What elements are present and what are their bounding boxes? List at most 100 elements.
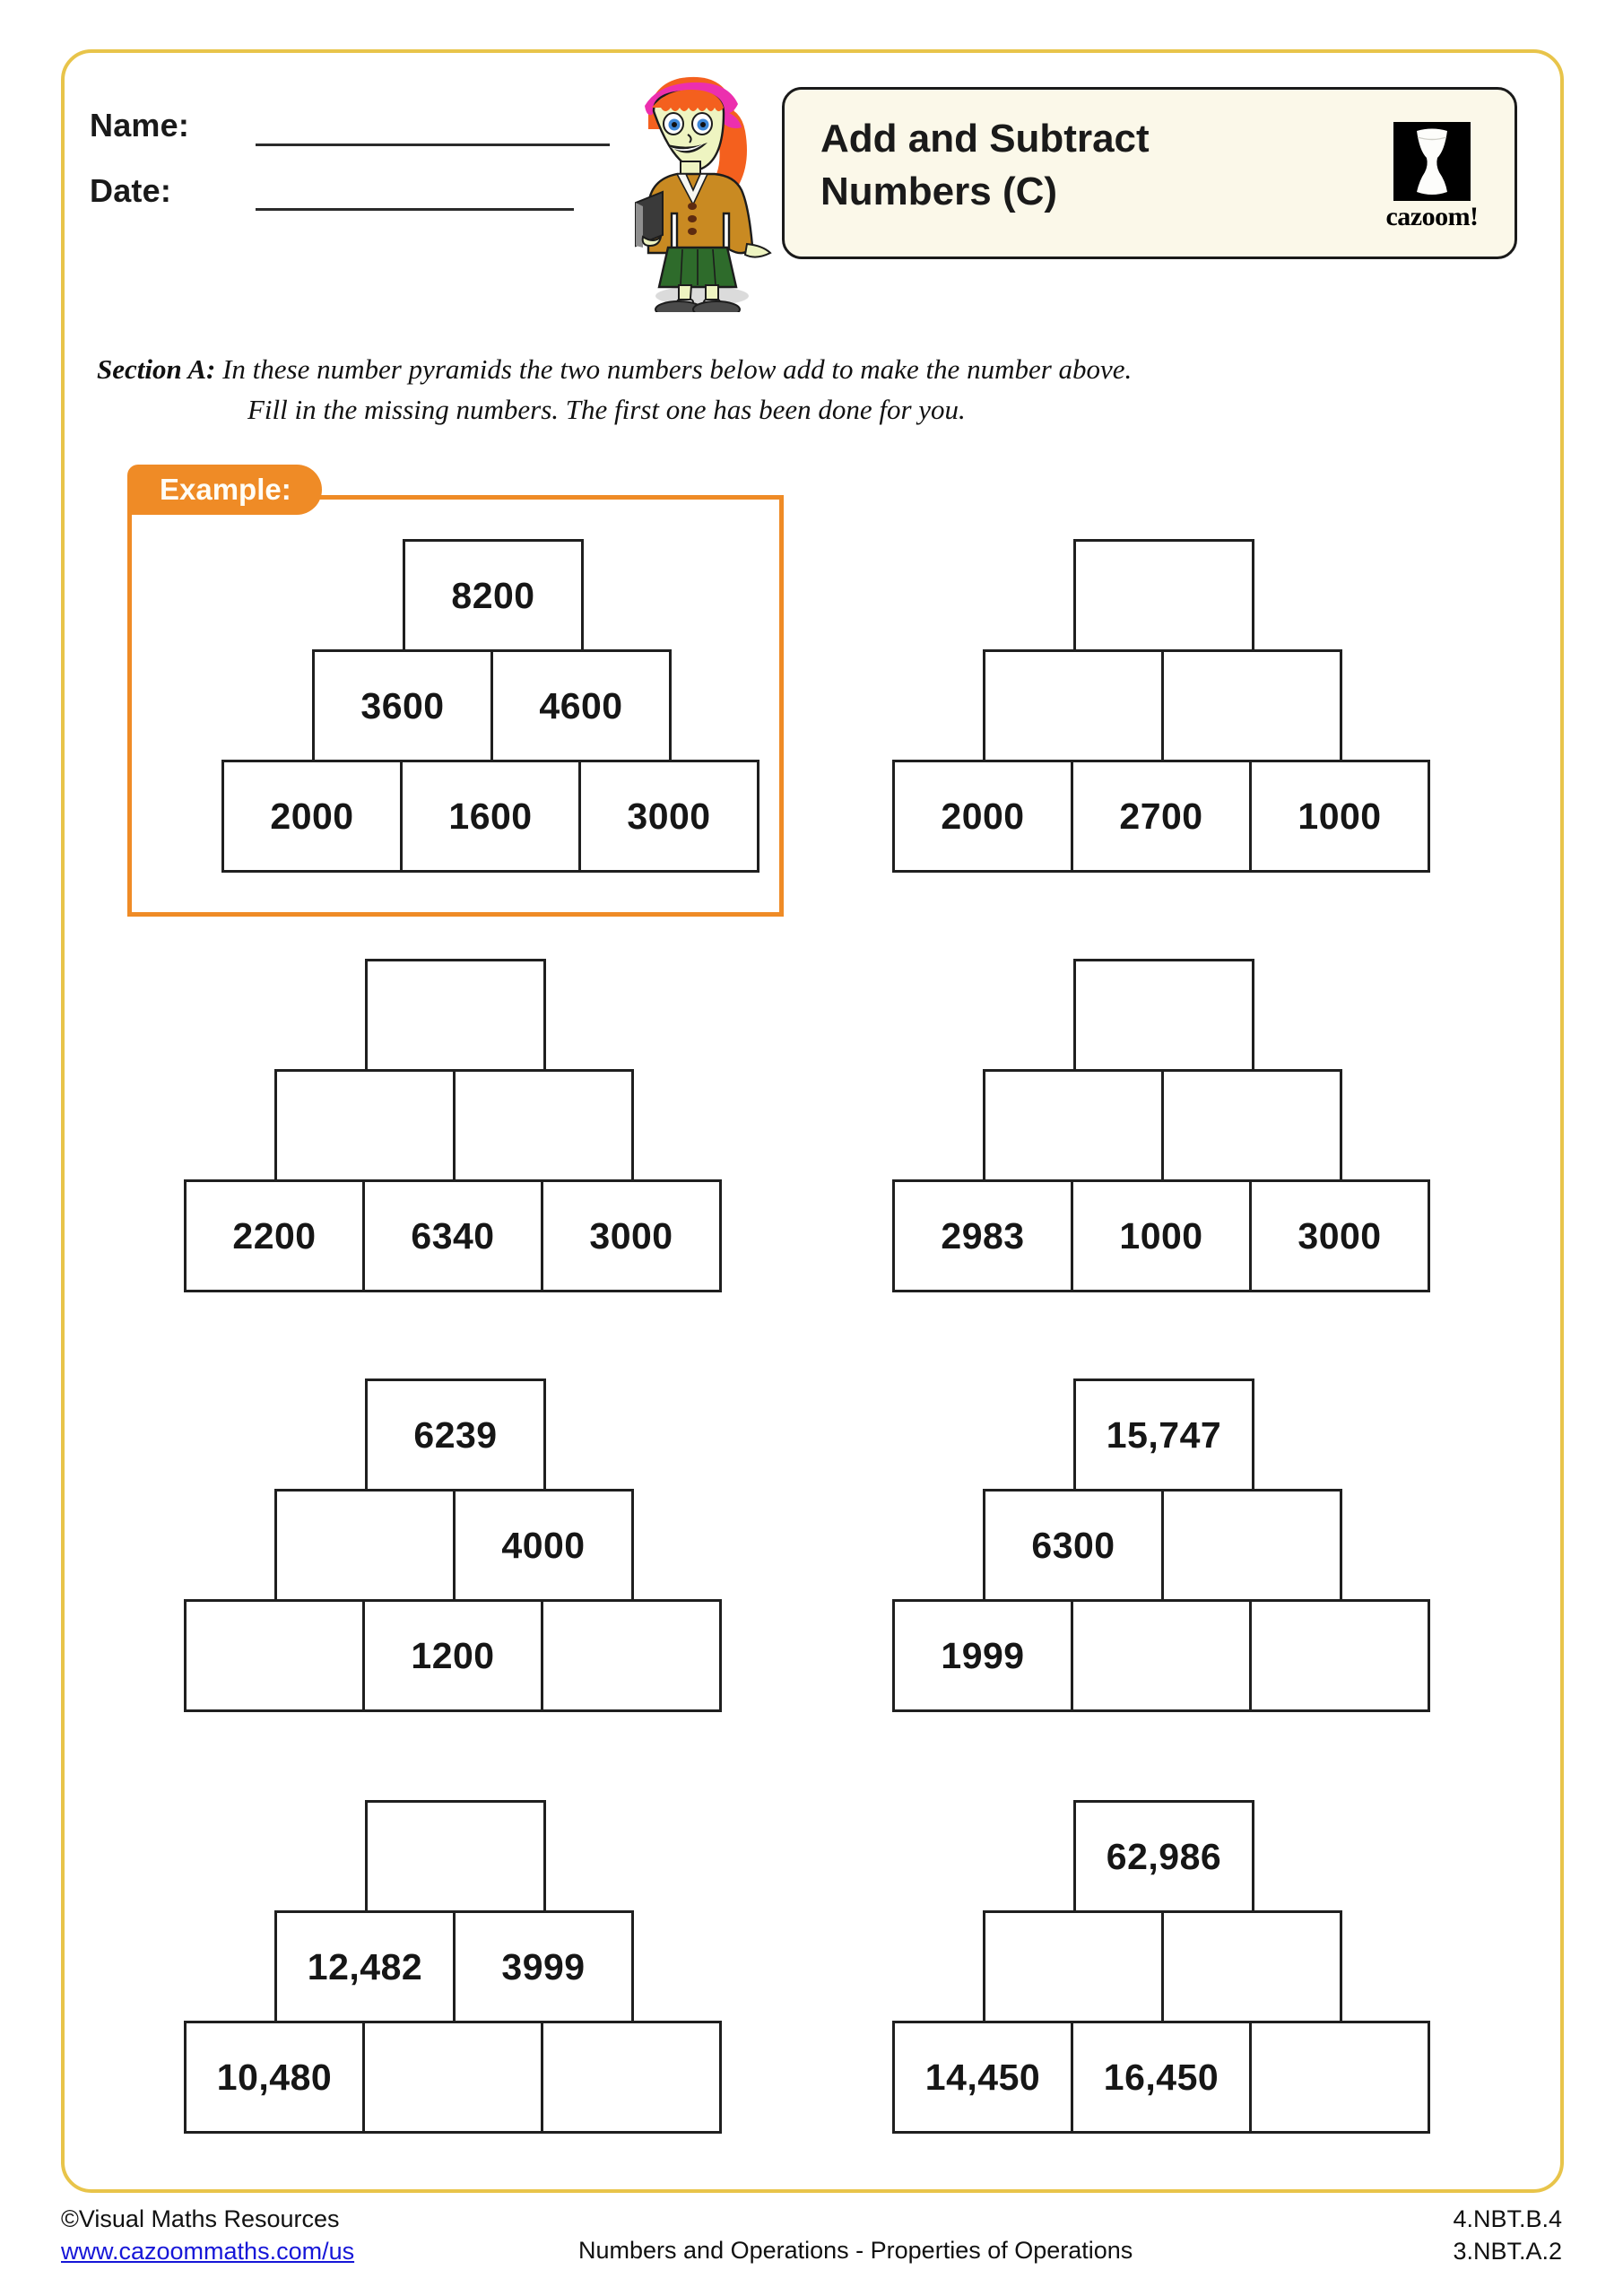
pyramid-4-middle-row: 4000 <box>274 1489 722 1602</box>
page-border <box>61 49 1564 2193</box>
section-a-instructions: Section A: In these number pyramids the … <box>97 350 1532 430</box>
pyramid-6-bottom-cell-3[interactable] <box>541 2021 722 2134</box>
example-pyramid-top-cell-1: 8200 <box>403 539 584 652</box>
pyramid-2-middle-row <box>274 1069 722 1182</box>
copyright-text: ©Visual Maths Resources <box>61 2205 340 2232</box>
pyramid-5-top-row: 15,747 <box>1073 1378 1430 1492</box>
pyramid-5-bottom-row: 1999 <box>892 1599 1430 1712</box>
standard-2: 3.NBT.A.2 <box>1453 2238 1562 2266</box>
pyramid-6-bottom-cell-1: 10,480 <box>184 2021 365 2134</box>
pyramid-7-bottom-cell-2: 16,450 <box>1071 2021 1252 2134</box>
pyramid-4-bottom-row: 1200 <box>184 1599 722 1712</box>
cazoom-logo: cazoom! <box>1380 122 1484 233</box>
pyramid-5-middle-cell-2[interactable] <box>1161 1489 1342 1602</box>
pyramid-6-top-row <box>365 1800 722 1913</box>
pyramid-6-bottom-row: 10,480 <box>184 2021 722 2134</box>
pyramid-5-middle-row: 6300 <box>983 1489 1430 1602</box>
pyramid-3-middle-cell-2[interactable] <box>1161 1069 1342 1182</box>
cazoom-vase-icon <box>1393 122 1471 201</box>
pyramid-3-top-row <box>1073 959 1430 1072</box>
standard-1: 4.NBT.B.4 <box>1453 2205 1562 2232</box>
pyramid-1-bottom-cell-2: 2700 <box>1071 760 1252 873</box>
pyramid-1-top-row <box>1073 539 1430 652</box>
pyramid-7-middle-row <box>983 1910 1430 2023</box>
example-pyramid-bottom-cell-3: 3000 <box>578 760 759 873</box>
page-footer: ©Visual Maths Resources www.cazoommaths.… <box>0 2203 1623 2292</box>
page-title: Add and Subtract Numbers (C) <box>820 117 1150 213</box>
pyramid-3-middle-row <box>983 1069 1430 1182</box>
example-frame <box>127 495 784 917</box>
date-write-line[interactable] <box>256 208 574 211</box>
footer-credit: ©Visual Maths Resources www.cazoommaths.… <box>61 2203 354 2268</box>
pyramid-5-bottom-cell-3[interactable] <box>1249 1599 1430 1712</box>
pyramid-4-bottom-cell-3[interactable] <box>541 1599 722 1712</box>
pyramid-2-bottom-cell-3: 3000 <box>541 1179 722 1292</box>
section-a-tag: Section A: <box>97 353 216 385</box>
cazoom-url-link[interactable]: www.cazoommaths.com/us <box>61 2238 355 2266</box>
pyramid-1-top-cell-1[interactable] <box>1073 539 1254 652</box>
example-pyramid-top-row: 8200 <box>403 539 759 652</box>
pyramid-3-bottom-cell-1: 2983 <box>892 1179 1073 1292</box>
schoolgirl-mascot-icon <box>612 52 778 318</box>
pyramid-5-middle-cell-1: 6300 <box>983 1489 1164 1602</box>
pyramid-7-top-row: 62,986 <box>1073 1800 1430 1913</box>
worksheet-title-box: Add and Subtract Numbers (C) cazoom! <box>782 87 1517 259</box>
pyramid-4-middle-cell-1[interactable] <box>274 1489 456 1602</box>
pyramid-3-bottom-cell-3: 3000 <box>1249 1179 1430 1292</box>
pyramid-1-middle-row <box>983 649 1430 762</box>
pyramid-2-bottom-cell-2: 6340 <box>362 1179 543 1292</box>
pyramid-4-top-row: 6239 <box>365 1378 722 1492</box>
section-a-line2: Fill in the missing numbers. The first o… <box>247 393 966 425</box>
pyramid-5-bottom-cell-2[interactable] <box>1071 1599 1252 1712</box>
pyramid-1-bottom-cell-3: 1000 <box>1249 760 1430 873</box>
example-pyramid-bottom-cell-2: 1600 <box>400 760 581 873</box>
pyramid-6-middle-cell-2: 3999 <box>453 1910 634 2023</box>
pyramid-6-bottom-cell-2[interactable] <box>362 2021 543 2134</box>
pyramid-1-middle-cell-1[interactable] <box>983 649 1164 762</box>
pyramid-7-middle-cell-1[interactable] <box>983 1910 1164 2023</box>
pyramid-2-top-row <box>365 959 722 1072</box>
pyramid-5-top-cell-1: 15,747 <box>1073 1378 1254 1492</box>
pyramid-1-bottom-cell-1: 2000 <box>892 760 1073 873</box>
pyramid-7-middle-cell-2[interactable] <box>1161 1910 1342 2023</box>
example-tab-label: Example: <box>127 465 322 515</box>
pyramid-6-top-cell-1[interactable] <box>365 1800 546 1913</box>
pyramid-6-middle-cell-1: 12,482 <box>274 1910 456 2023</box>
section-a-line1: In these number pyramids the two numbers… <box>222 353 1133 385</box>
pyramid-3-bottom-cell-2: 1000 <box>1071 1179 1252 1292</box>
pyramid-7-bottom-cell-1: 14,450 <box>892 2021 1073 2134</box>
footer-subject: Numbers and Operations - Properties of O… <box>578 2237 1133 2264</box>
pyramid-4-bottom-cell-2: 1200 <box>362 1599 543 1712</box>
pyramid-7-bottom-cell-3[interactable] <box>1249 2021 1430 2134</box>
pyramid-3-middle-cell-1[interactable] <box>983 1069 1164 1182</box>
footer-standards: 4.NBT.B.4 3.NBT.A.2 <box>1453 2203 1562 2268</box>
date-label: Date: <box>90 172 172 209</box>
pyramid-2-middle-cell-2[interactable] <box>453 1069 634 1182</box>
pyramid-4-top-cell-1: 6239 <box>365 1378 546 1492</box>
name-label: Name: <box>90 107 190 144</box>
pyramid-7-top-cell-1: 62,986 <box>1073 1800 1254 1913</box>
pyramid-5-bottom-cell-1: 1999 <box>892 1599 1073 1712</box>
pyramid-3-top-cell-1[interactable] <box>1073 959 1254 1072</box>
pyramid-1-middle-cell-2[interactable] <box>1161 649 1342 762</box>
pyramid-4-bottom-cell-1[interactable] <box>184 1599 365 1712</box>
pyramid-2-middle-cell-1[interactable] <box>274 1069 456 1182</box>
name-write-line[interactable] <box>256 144 610 146</box>
example-pyramid-bottom-cell-1: 2000 <box>221 760 403 873</box>
cazoom-wordmark: cazoom! <box>1385 202 1479 231</box>
pyramid-2-top-cell-1[interactable] <box>365 959 546 1072</box>
